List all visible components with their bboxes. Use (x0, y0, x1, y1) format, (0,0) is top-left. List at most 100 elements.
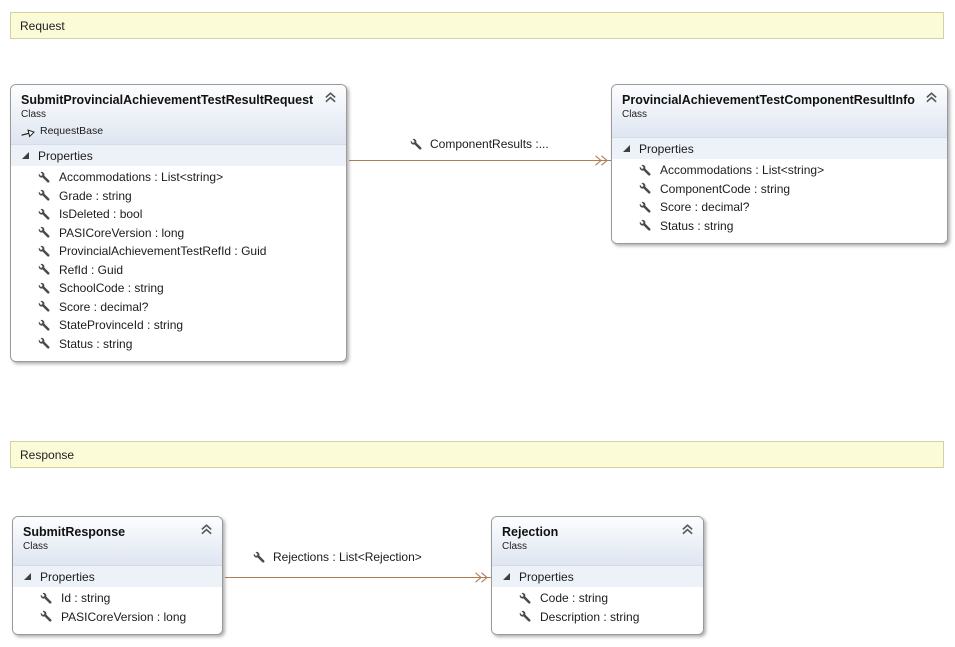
base-type-row[interactable]: RequestBase (21, 125, 320, 138)
property-text: Status : string (59, 336, 133, 351)
response-band[interactable]: Response (10, 441, 944, 468)
property-icon (40, 610, 53, 623)
connector-label-text: Rejections : List<Rejection> (273, 550, 422, 564)
properties-section-header[interactable]: Properties (492, 566, 703, 587)
properties-section-header[interactable]: Properties (11, 145, 346, 166)
property-row[interactable]: Description : string (492, 608, 703, 627)
property-icon (38, 300, 51, 313)
property-row[interactable]: PASICoreVersion : long (13, 608, 222, 627)
class-title: SubmitProvincialAchievementTestResultReq… (21, 93, 314, 107)
properties-list: Id : string PASICoreVersion : long (13, 587, 222, 634)
class-header: SubmitProvincialAchievementTestResultReq… (11, 85, 346, 145)
class-stereotype: Class (622, 109, 648, 120)
property-row[interactable]: Accommodations : List<string> (11, 168, 346, 187)
property-row[interactable]: Grade : string (11, 187, 346, 206)
request-band[interactable]: Request (10, 12, 944, 39)
property-row[interactable]: IsDeleted : bool (11, 205, 346, 224)
property-text: SchoolCode : string (59, 281, 164, 296)
property-text: PASICoreVersion : long (59, 225, 185, 240)
property-text: PASICoreVersion : long (61, 609, 187, 624)
property-row[interactable]: Accommodations : List<string> (612, 161, 947, 180)
class-header: SubmitResponse Class (13, 517, 222, 566)
property-row[interactable]: Id : string (13, 589, 222, 608)
property-row[interactable]: ComponentCode : string (612, 180, 947, 199)
property-icon (38, 189, 51, 202)
property-icon (38, 245, 51, 258)
class-title: Rejection (502, 525, 559, 539)
collapse-icon[interactable] (200, 524, 213, 535)
property-icon (38, 226, 51, 239)
property-text: Code : string (540, 591, 609, 606)
property-text: Id : string (61, 591, 111, 606)
property-row[interactable]: RefId : Guid (11, 261, 346, 280)
class-title: ProvincialAchievementTestComponentResult… (622, 93, 915, 107)
property-icon (38, 337, 51, 350)
property-icon (519, 610, 532, 623)
property-icon (38, 263, 51, 276)
property-text: IsDeleted : bool (59, 207, 143, 222)
property-text: Description : string (540, 609, 640, 624)
class-box-component-result-info[interactable]: ProvincialAchievementTestComponentResult… (611, 84, 948, 244)
request-band-label: Request (20, 18, 65, 33)
class-box-submit-request[interactable]: SubmitProvincialAchievementTestResultReq… (10, 84, 347, 362)
property-row[interactable]: Score : decimal? (11, 298, 346, 317)
property-icon (38, 208, 51, 221)
property-text: ComponentCode : string (660, 181, 791, 196)
class-box-rejection[interactable]: Rejection Class Properties Code : string… (491, 516, 704, 635)
property-icon (639, 219, 652, 232)
connector-label-rejections[interactable]: Rejections : List<Rejection> (253, 550, 422, 564)
association-connector-component-results[interactable] (349, 160, 611, 161)
collapse-icon[interactable] (324, 92, 337, 103)
expander-icon[interactable] (24, 573, 31, 580)
property-text: Grade : string (59, 188, 132, 203)
properties-list: Accommodations : List<string> ComponentC… (612, 159, 947, 243)
property-text: StateProvinceId : string (59, 318, 184, 333)
property-row[interactable]: Score : decimal? (612, 198, 947, 217)
expander-icon[interactable] (22, 152, 29, 159)
class-stereotype: Class (502, 541, 528, 552)
collapse-icon[interactable] (681, 524, 694, 535)
property-row[interactable]: PASICoreVersion : long (11, 224, 346, 243)
class-header: ProvincialAchievementTestComponentResult… (612, 85, 947, 138)
property-text: Score : decimal? (660, 200, 750, 215)
class-box-submit-response[interactable]: SubmitResponse Class Properties Id : str… (12, 516, 223, 635)
property-icon (40, 592, 53, 605)
property-icon (410, 138, 423, 151)
property-row[interactable]: StateProvinceId : string (11, 316, 346, 335)
property-text: Accommodations : List<string> (660, 163, 825, 178)
property-row[interactable]: Code : string (492, 589, 703, 608)
property-text: RefId : Guid (59, 262, 124, 277)
properties-section-label: Properties (519, 569, 574, 584)
property-icon (253, 551, 266, 564)
property-icon (639, 201, 652, 214)
property-row[interactable]: Status : string (612, 217, 947, 236)
connector-label-component-results[interactable]: ComponentResults :... (410, 137, 549, 151)
properties-section-label: Properties (38, 148, 93, 163)
class-stereotype: Class (23, 541, 49, 552)
property-icon (38, 282, 51, 295)
property-icon (519, 592, 532, 605)
property-icon (38, 319, 51, 332)
connector-arrowhead-icon (470, 572, 490, 583)
property-icon (639, 182, 652, 195)
expander-icon[interactable] (503, 573, 510, 580)
base-type-label: RequestBase (40, 125, 104, 137)
properties-section-label: Properties (40, 569, 95, 584)
properties-section-header[interactable]: Properties (612, 138, 947, 159)
properties-section-header[interactable]: Properties (13, 566, 222, 587)
property-row[interactable]: Status : string (11, 335, 346, 354)
response-band-label: Response (20, 447, 75, 462)
property-row[interactable]: ProvincialAchievementTestRefId : Guid (11, 242, 346, 261)
properties-section-label: Properties (639, 141, 694, 156)
association-connector-rejections[interactable] (225, 577, 491, 578)
connector-label-text: ComponentResults :... (430, 137, 549, 151)
collapse-icon[interactable] (925, 92, 938, 103)
class-title: SubmitResponse (23, 525, 126, 539)
property-row[interactable]: SchoolCode : string (11, 279, 346, 298)
property-text: ProvincialAchievementTestRefId : Guid (59, 244, 267, 259)
expander-icon[interactable] (623, 145, 630, 152)
property-icon (38, 171, 51, 184)
property-text: Accommodations : List<string> (59, 170, 224, 185)
properties-list: Code : string Description : string (492, 587, 703, 634)
